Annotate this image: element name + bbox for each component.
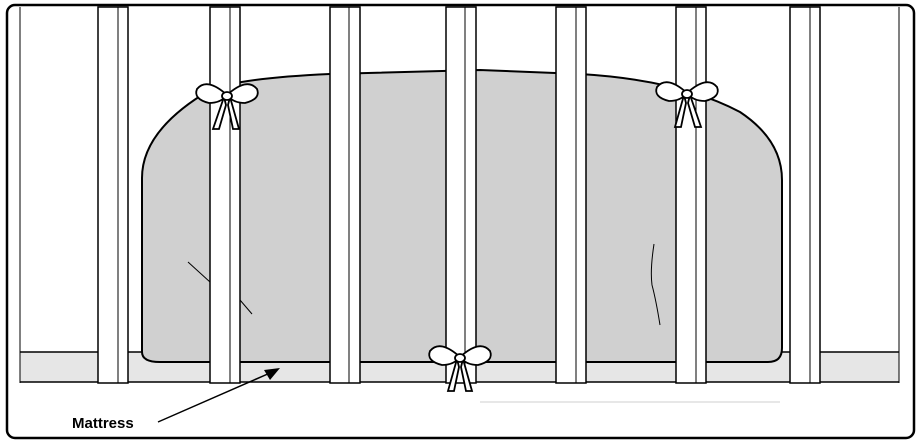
slat xyxy=(97,6,129,384)
slat xyxy=(555,6,587,384)
mattress-label: Mattress xyxy=(72,415,134,432)
slat xyxy=(329,6,361,384)
slat xyxy=(445,6,477,384)
bow-tie-icon xyxy=(195,83,259,130)
slat xyxy=(209,6,241,384)
slat xyxy=(675,6,707,384)
bow-tie-icon xyxy=(655,81,719,128)
slat-gap-lines xyxy=(19,7,900,383)
bow-tie-icon xyxy=(428,345,492,392)
pointer-arrow-icon xyxy=(157,368,280,423)
slat xyxy=(789,6,821,384)
crib-slats xyxy=(97,6,821,384)
bumper-creases xyxy=(187,243,661,326)
